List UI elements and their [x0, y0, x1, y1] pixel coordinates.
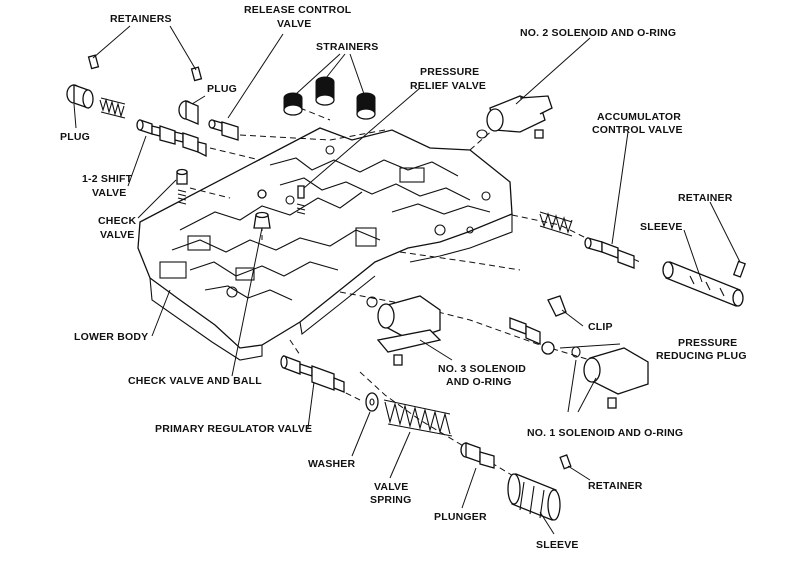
label-retainers: RETAINERS — [110, 13, 172, 25]
label-no1-solenoid: NO. 1 SOLENOID AND O-RING — [527, 427, 683, 439]
strainer-3 — [356, 92, 376, 120]
check-valve — [176, 168, 188, 205]
label-pressure-reducing-1: PRESSURE — [678, 337, 737, 349]
sleeve-right — [662, 261, 744, 307]
label-plug-top: PLUG — [207, 83, 237, 95]
label-sleeve-right: SLEEVE — [640, 221, 683, 233]
label-retainer-bottom: RETAINER — [588, 480, 643, 492]
label-pressure-reducing-2: REDUCING PLUG — [656, 350, 747, 362]
label-no3-solenoid-1: NO. 3 SOLENOID — [438, 363, 526, 375]
label-valve-spring-1: VALVE — [374, 481, 408, 493]
label-pressure-relief-2: RELIEF VALVE — [410, 80, 486, 92]
strainer-2 — [315, 76, 335, 106]
label-shift-valve-2: VALVE — [92, 187, 126, 199]
plunger — [460, 442, 495, 469]
valve-spring — [383, 399, 453, 437]
label-primary-regulator: PRIMARY REGULATOR VALVE — [155, 423, 312, 435]
lower-valve-body — [137, 127, 513, 361]
label-check-valve-ball: CHECK VALVE AND BALL — [128, 375, 262, 387]
release-control-valve — [208, 119, 239, 141]
accumulator-control-valve — [584, 237, 635, 269]
retainer-left-2 — [190, 66, 203, 82]
label-no2-solenoid: NO. 2 SOLENOID AND O-RING — [520, 27, 676, 39]
pressure-reducing-plug — [509, 317, 555, 355]
label-clip: CLIP — [588, 321, 613, 333]
labels: RETAINERS RELEASE CONTROL VALVE STRAINER… — [60, 4, 747, 551]
spring-left — [99, 97, 126, 119]
pressure-relief-valve — [296, 185, 306, 215]
strainer-1 — [283, 92, 303, 116]
label-release-control-valve-1: RELEASE CONTROL — [244, 4, 352, 16]
plug-top — [178, 100, 199, 125]
leader-lines — [73, 25, 741, 535]
no3-solenoid — [366, 295, 442, 366]
washer — [365, 392, 379, 412]
label-pressure-relief-1: PRESSURE — [420, 66, 479, 78]
shift-valve-1-2 — [136, 119, 207, 158]
label-no3-solenoid-2: AND O-RING — [446, 376, 512, 388]
accumulator-spring — [539, 211, 573, 237]
check-valve-and-ball — [253, 189, 271, 229]
label-check-valve-1: CHECK — [98, 215, 137, 227]
retainer-left-1 — [87, 54, 100, 70]
label-check-valve-2: VALVE — [100, 229, 134, 241]
label-washer: WASHER — [308, 458, 356, 470]
label-release-control-valve-2: VALVE — [277, 18, 311, 30]
no1-solenoid — [571, 346, 649, 409]
label-plunger: PLUNGER — [434, 511, 487, 523]
label-sleeve-bottom: SLEEVE — [536, 539, 579, 551]
label-retainer-right: RETAINER — [678, 192, 733, 204]
primary-regulator-valve — [280, 355, 345, 393]
label-plug-left: PLUG — [60, 131, 90, 143]
retainer-right — [732, 260, 746, 278]
label-accumulator-2: CONTROL VALVE — [592, 124, 683, 136]
label-strainers: STRAINERS — [316, 41, 378, 53]
plug-left — [66, 84, 94, 109]
label-accumulator-1: ACCUMULATOR — [597, 111, 681, 123]
label-lower-body: LOWER BODY — [74, 331, 148, 343]
no2-solenoid — [476, 95, 553, 139]
clip — [547, 295, 567, 317]
sleeve-bottom — [507, 473, 561, 521]
label-valve-spring-2: SPRING — [370, 494, 411, 506]
label-shift-valve-1: 1-2 SHIFT — [82, 173, 133, 185]
retainer-bottom — [559, 454, 572, 470]
